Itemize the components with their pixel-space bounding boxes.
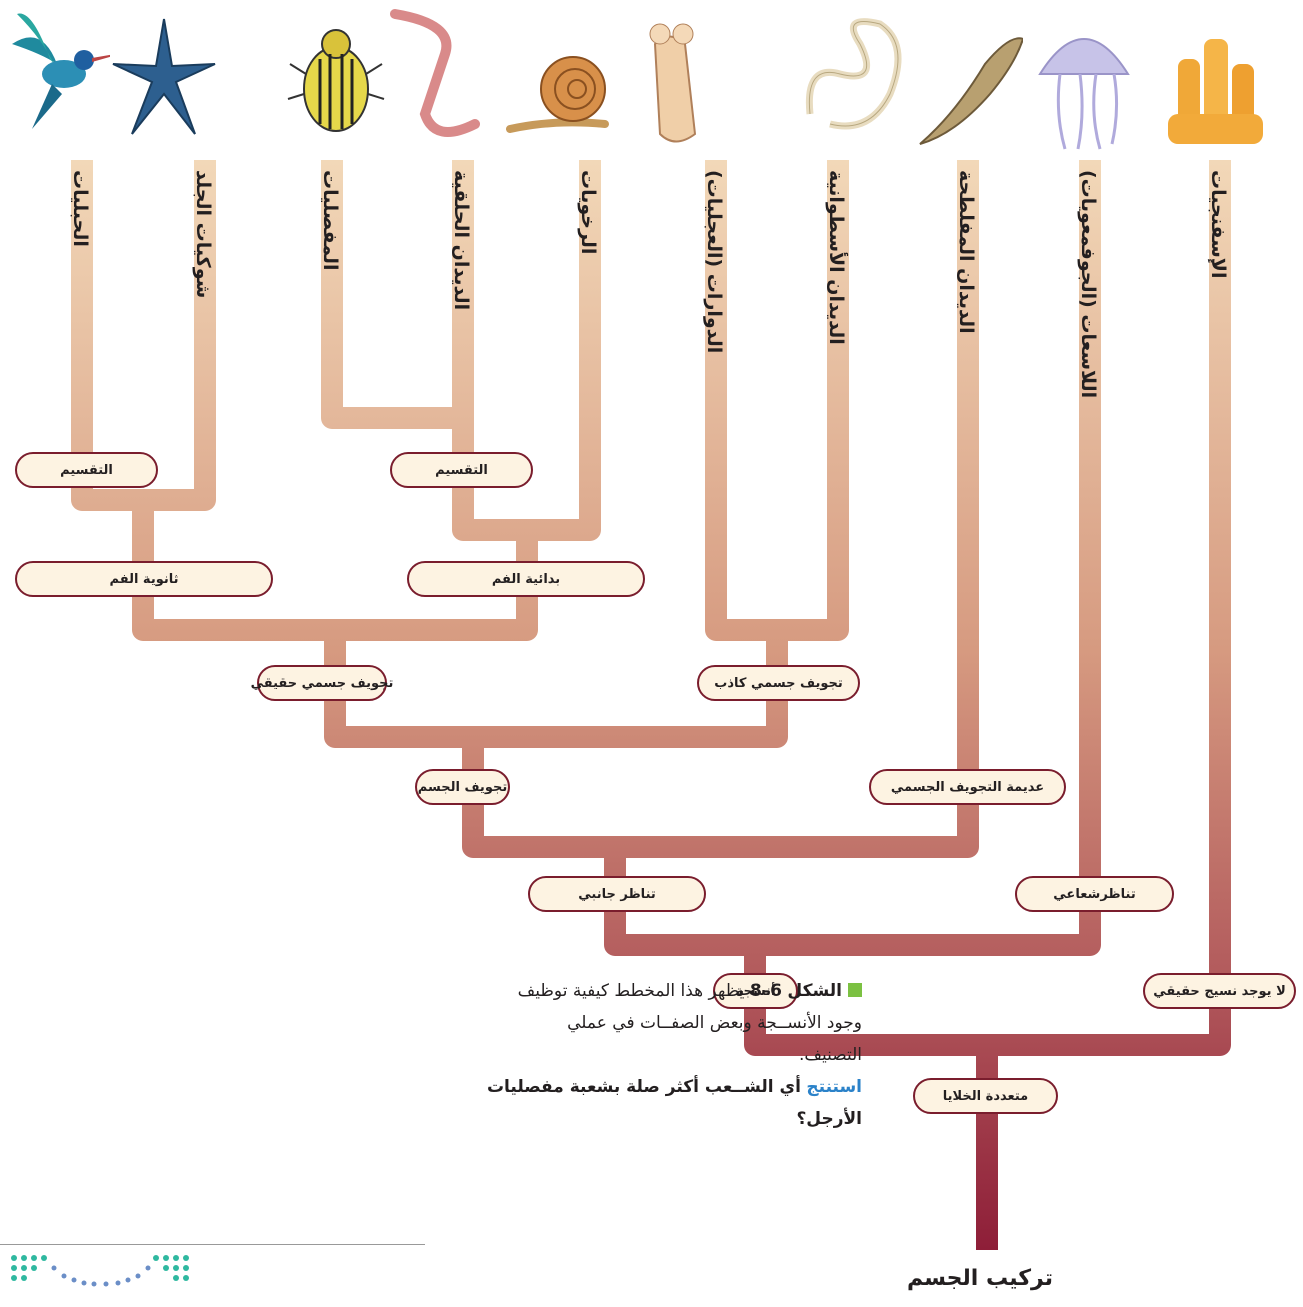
question-text: أي الشــعب أكثر صلة بشعبة مفصليات — [487, 1077, 801, 1097]
node-segmentation-right: التقسيم — [390, 452, 533, 488]
node-coelomate: تجويف جسمي حقيقي — [257, 665, 387, 701]
caption-question: استنتج أي الشــعب أكثر صلة بشعبة مفصليات — [412, 1071, 862, 1103]
branch-arthropods — [332, 160, 463, 418]
node-body-cavity: تجويف الجسم — [415, 769, 510, 805]
node-segmentation-left: التقسيم — [15, 452, 158, 488]
earthworm-icon — [375, 4, 483, 154]
caption-text-2: وجود الأنســجة وبعض الصفــات في عملي — [412, 1007, 862, 1039]
node-acoelomate: عديمة التجويف الجسمي — [869, 769, 1066, 805]
phylum-roundworms: الديدان الأسطوانية — [826, 170, 845, 345]
figure-number: 6–8 — [750, 981, 782, 1001]
ministry-logo-icon — [6, 1248, 206, 1304]
node-pseudocoelomate: تجويف جسمي كاذب — [697, 665, 860, 701]
caption-marker-icon — [848, 983, 862, 997]
snail-icon — [505, 4, 613, 154]
figure-caption: الشكل 6–8 يظهر هذا المخطط كيفية توظيف وج… — [412, 975, 862, 1135]
figure-label: الشكل — [787, 981, 842, 1001]
jellyfish-icon — [1030, 4, 1138, 154]
rotifer-icon — [615, 4, 723, 154]
roundworm-icon — [800, 4, 908, 154]
phylum-flatworms: الديدان المفلطحة — [956, 170, 975, 334]
node-no-true-tissue: لا يوجد نسيج حقيقي — [1143, 973, 1296, 1009]
infer-label: استنتج — [806, 1077, 862, 1097]
starfish-icon — [110, 4, 218, 154]
phylum-echinoderms: شوكيات الجلد — [193, 170, 212, 298]
phylum-annelids: الديدان الحلقية — [451, 170, 470, 310]
branch-pseudocoelomate — [716, 160, 838, 630]
caption-text-3: التصنيف. — [412, 1039, 862, 1071]
phylum-rotifers: الدوارات (العجليات) — [704, 170, 723, 353]
caption-text-1: يظهر هذا المخطط كيفية توظيف — [518, 981, 745, 1001]
phylum-sponges: الإسفنجيات — [1208, 170, 1227, 278]
node-protostome: بدائية الفم — [407, 561, 645, 597]
flatworm-icon — [915, 4, 1023, 154]
hummingbird-icon — [2, 4, 110, 154]
phylum-chordates: الحبليات — [70, 170, 89, 247]
sponge-icon — [1160, 4, 1268, 154]
branch-chordates — [82, 160, 205, 500]
node-radial-symmetry: تناظرشعاعي — [1015, 876, 1174, 912]
caption-line-1: الشكل 6–8 يظهر هذا المخطط كيفية توظيف — [412, 975, 862, 1007]
beetle-icon — [282, 4, 390, 154]
phylum-cnidarians: اللاسعات (الجوفمعويات) — [1078, 170, 1097, 398]
branch-bilateral — [615, 160, 1090, 945]
node-deuterostome: ثانوية الفم — [15, 561, 273, 597]
phylum-mollusks: الرخويات — [578, 170, 597, 254]
question-end: الأرجل؟ — [796, 1109, 862, 1129]
phylum-arthropods: المفصليات — [320, 170, 339, 271]
node-bilateral-symmetry: تناظر جانبي — [528, 876, 706, 912]
node-multicellular: متعددة الخلايا — [913, 1078, 1058, 1114]
root-label: تركيب الجسم — [900, 1266, 1060, 1291]
caption-divider — [0, 1244, 425, 1245]
